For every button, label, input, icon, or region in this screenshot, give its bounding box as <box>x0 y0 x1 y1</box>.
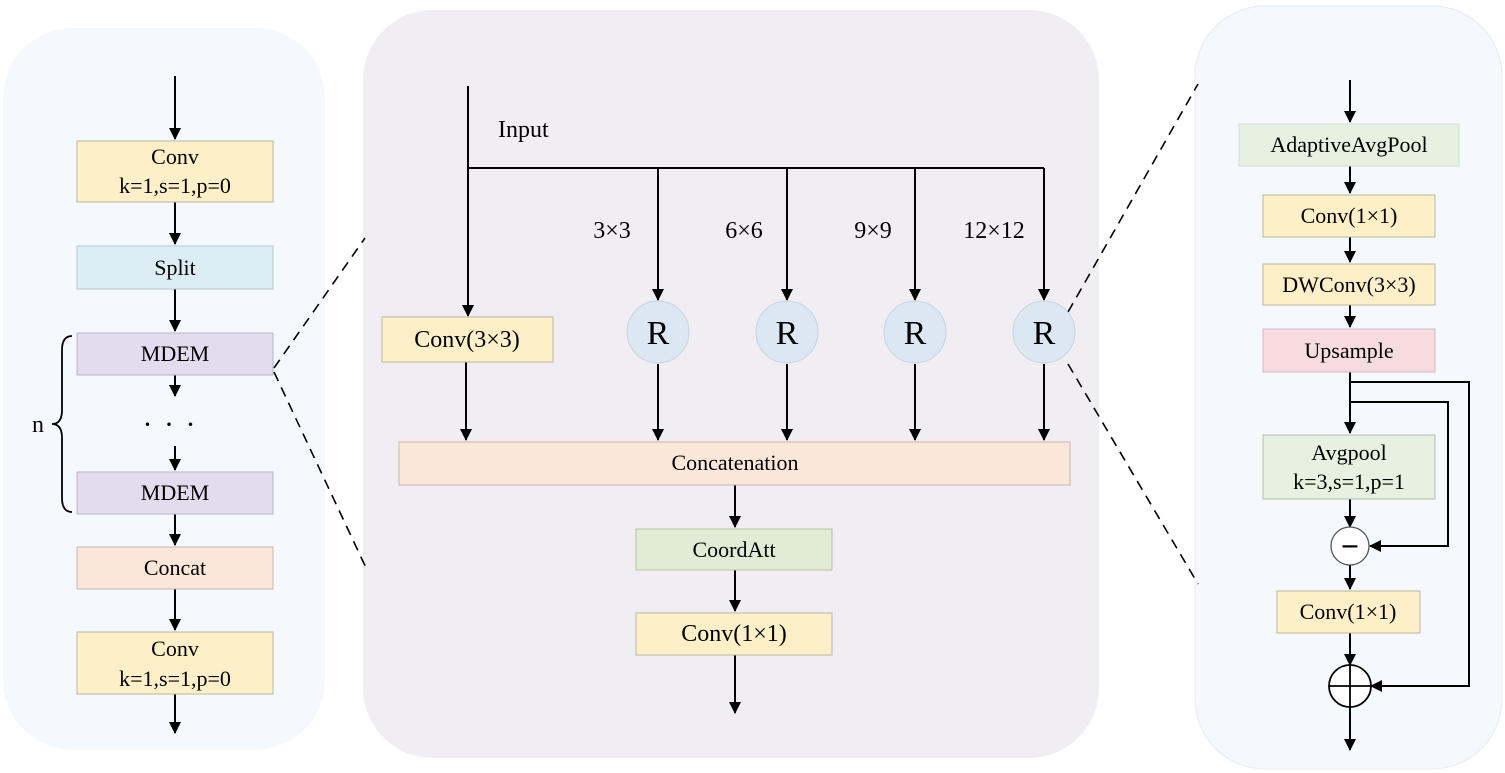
right-panel <box>1194 5 1503 770</box>
adaptive-avgpool-box: AdaptiveAvgPool <box>1238 123 1460 167</box>
conv-box-top: Conv k=1,s=1,p=0 <box>76 140 274 203</box>
conv1-bottom-box: Conv(1×1) <box>1276 590 1421 634</box>
conv-top-line2: k=1,s=1,p=0 <box>119 173 231 198</box>
minus-icon: − <box>1341 528 1359 564</box>
split-label: Split <box>154 255 196 280</box>
r-node-label: R <box>647 315 670 352</box>
upsample-label: Upsample <box>1304 338 1393 363</box>
minus-node: − <box>1330 526 1370 566</box>
concatenation-box: Concatenation <box>398 441 1071 486</box>
conv-bottom-line1: Conv <box>151 636 199 661</box>
mdem-top-label: MDEM <box>141 341 209 366</box>
coordatt-label: CoordAtt <box>692 537 775 562</box>
r-node: R <box>883 300 947 364</box>
branch-size-label: 12×12 <box>963 218 1025 244</box>
branch-size-label: 3×3 <box>593 218 631 244</box>
r-node-label: R <box>904 315 927 352</box>
coordatt-box: CoordAtt <box>635 528 833 571</box>
conv-box-bottom: Conv k=1,s=1,p=0 <box>76 631 274 695</box>
repeat-brace <box>51 335 73 513</box>
r-node: R <box>1012 300 1076 364</box>
avgpool-line1: Avgpool <box>1311 440 1386 465</box>
conv1-top-box: Conv(1×1) <box>1262 194 1436 238</box>
conv1-box: Conv(1×1) <box>635 612 833 656</box>
adaptive-avgpool-label: AdaptiveAvgPool <box>1270 132 1427 157</box>
branch-size-label: 6×6 <box>725 218 763 244</box>
dwconv-label: DWConv(3×3) <box>1282 272 1415 297</box>
avgpool-box: Avgpool k=3,s=1,p=1 <box>1262 434 1436 500</box>
zoom-lines <box>273 83 1199 585</box>
conv1-label: Conv(1×1) <box>681 621 787 647</box>
conv-bottom-line2: k=1,s=1,p=0 <box>119 666 231 691</box>
split-box: Split <box>76 245 274 290</box>
center-flow: Input 3×3 6×6 9×9 12×12 Conv(3×3) R R R … <box>381 86 1076 714</box>
ellipsis-dots: · · · <box>143 408 198 441</box>
conv1-top-label: Conv(1×1) <box>1301 203 1398 228</box>
conv3-box: Conv(3×3) <box>381 316 554 363</box>
dwconv-box: DWConv(3×3) <box>1262 263 1436 306</box>
avgpool-line2: k=3,s=1,p=1 <box>1293 469 1405 494</box>
plus-node: + <box>1328 664 1372 708</box>
concat-box: Concat <box>76 546 274 590</box>
branch-size-label: 9×9 <box>854 218 892 244</box>
mdem-box-top: MDEM <box>76 332 274 376</box>
input-label: Input <box>498 117 549 143</box>
r-node: R <box>626 300 690 364</box>
r-node-label: R <box>776 315 799 352</box>
upsample-box: Upsample <box>1262 328 1436 373</box>
right-flow: AdaptiveAvgPool Conv(1×1) DWConv(3×3) Up… <box>1238 80 1470 751</box>
conv3-label: Conv(3×3) <box>414 327 520 353</box>
r-node: R <box>755 300 819 364</box>
left-flow: Conv k=1,s=1,p=0 Split MDEM · · · MDEM n… <box>32 76 274 734</box>
concat-label: Concat <box>144 555 206 580</box>
concatenation-label: Concatenation <box>671 450 798 475</box>
repeat-label: n <box>32 412 44 438</box>
mdem-box-bottom: MDEM <box>76 471 274 515</box>
conv1-bottom-label: Conv(1×1) <box>1300 599 1397 624</box>
mdem-bottom-label: MDEM <box>141 480 209 505</box>
conv-top-line1: Conv <box>151 144 199 169</box>
r-node-label: R <box>1033 315 1056 352</box>
